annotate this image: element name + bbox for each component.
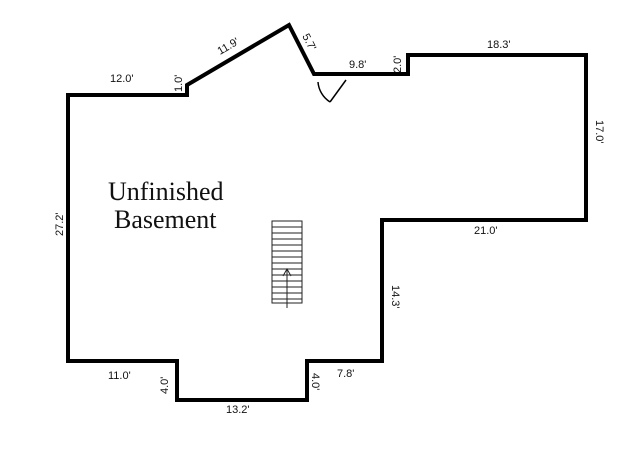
dim-jog-right: 2.0' bbox=[392, 56, 404, 73]
room-label-line1: Unfinished bbox=[108, 177, 224, 206]
room-label-line2: Basement bbox=[114, 205, 217, 234]
dim-notch-bottom: 13.2' bbox=[226, 404, 250, 416]
dim-jog-top: 1.0' bbox=[173, 75, 185, 92]
dim-top-right: 18.3' bbox=[487, 39, 511, 51]
dim-notch-right: 4.0' bbox=[309, 373, 321, 390]
dim-left-side: 27.2' bbox=[54, 212, 66, 236]
basement-walls bbox=[66, 22, 588, 402]
dim-door-segment: 9.8' bbox=[349, 59, 366, 71]
dim-step-in: 21.0' bbox=[474, 225, 498, 237]
dim-right-lower: 14.3' bbox=[389, 285, 401, 309]
dim-notch-left: 4.0' bbox=[159, 377, 171, 394]
dim-top-left: 12.0' bbox=[110, 73, 134, 85]
dim-bottom-left: 11.0' bbox=[108, 370, 131, 382]
staircase-icon bbox=[271, 220, 303, 308]
dim-right-upper: 17.0' bbox=[593, 120, 605, 144]
door-swing-icon bbox=[317, 79, 347, 103]
dim-bottom-right: 7.8' bbox=[337, 368, 354, 380]
